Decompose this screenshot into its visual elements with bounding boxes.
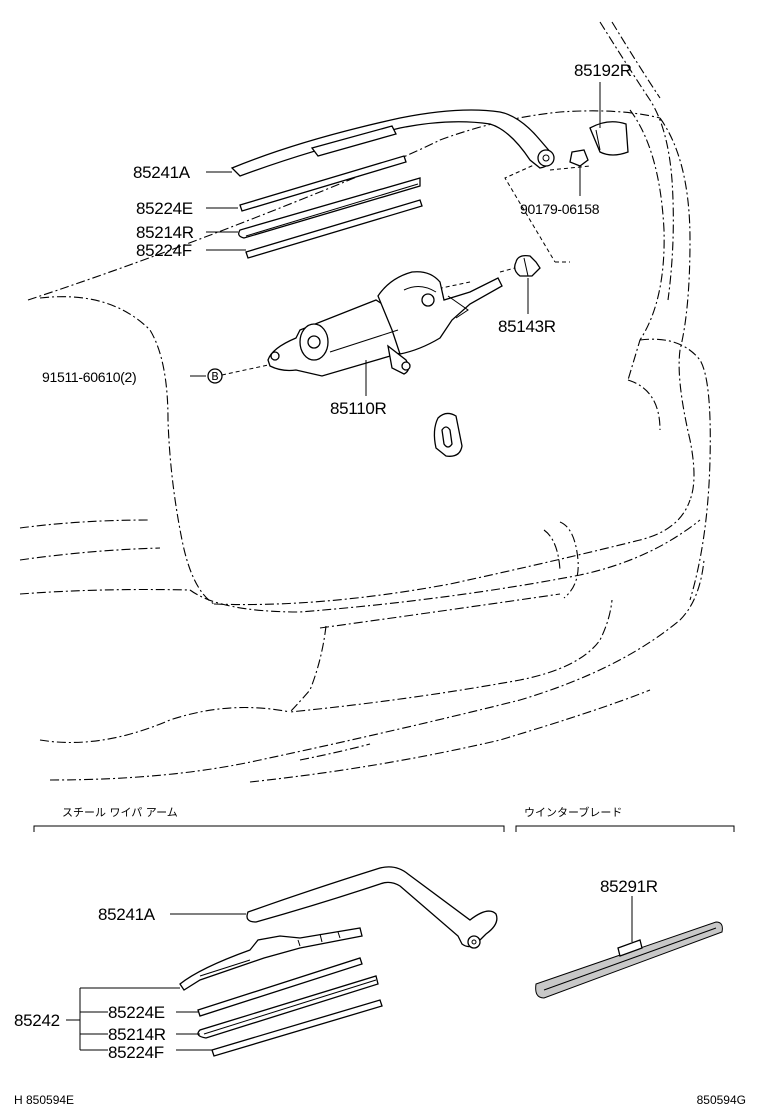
footer-right-code: 850594G <box>697 1093 746 1107</box>
blade-rubber-bottom <box>197 957 383 1057</box>
wiper-blade-assembly-85242 <box>179 927 363 991</box>
leader-lines-bottom <box>66 896 633 1051</box>
wiper-motor-85110r <box>267 271 503 377</box>
section-headers: スチール ワイパ アーム ウインターブレード <box>33 805 735 832</box>
footer-left-code: H 850594E <box>14 1093 74 1107</box>
bolt-marker-b: B <box>207 368 223 384</box>
section-steel-wiper-arm: スチール ワイパ アーム <box>62 806 178 819</box>
label-85241a-bottom: 85241A <box>98 905 156 924</box>
footer: H 850594E 850594G <box>14 1093 746 1107</box>
wiper-arm-85241a-top <box>230 109 555 177</box>
vehicle-rear-outline <box>19 21 711 783</box>
label-85224e-top: 85224E <box>136 199 193 218</box>
wiper-arm-cap-85192r <box>589 121 629 156</box>
label-85143r: 85143R <box>498 317 556 336</box>
label-85291r: 85291R <box>600 877 658 896</box>
label-85192r: 85192R <box>574 61 632 80</box>
label-85241a-top: 85241A <box>133 163 191 182</box>
pivot-cap-85143r <box>514 254 541 277</box>
label-85214r-bottom: 85214R <box>108 1025 166 1044</box>
bracket-winter-blade <box>515 825 735 832</box>
leader-lines-top <box>190 82 601 396</box>
bracket-steel-arm <box>33 825 505 832</box>
label-90179-06158: 90179-06158 <box>520 201 600 217</box>
label-85110r: 85110R <box>330 399 387 418</box>
labels-top: 85192R 85241A 90179-06158 85224E 85214R … <box>42 61 632 418</box>
assembly-guide-lines <box>221 159 591 376</box>
label-85224f-top: 85224F <box>136 241 192 260</box>
blade-rubber-top <box>238 155 423 259</box>
label-85242: 85242 <box>14 1011 60 1030</box>
labels-bottom: 85241A 85291R 85242 85224E 85214R 85224F <box>14 877 658 1062</box>
label-85214r-top: 85214R <box>136 223 194 242</box>
section-winter-blade: ウインターブレード <box>524 805 622 819</box>
label-85224f-bottom: 85224F <box>108 1043 164 1062</box>
label-91511-60610: 91511-60610(2) <box>42 369 136 385</box>
winter-blade-85291r <box>535 921 723 999</box>
steel-wiper-arm-85241a <box>246 866 498 949</box>
label-85224e-bottom: 85224E <box>108 1003 165 1022</box>
marker-b-text: B <box>211 370 219 383</box>
nut-90179 <box>569 149 589 167</box>
